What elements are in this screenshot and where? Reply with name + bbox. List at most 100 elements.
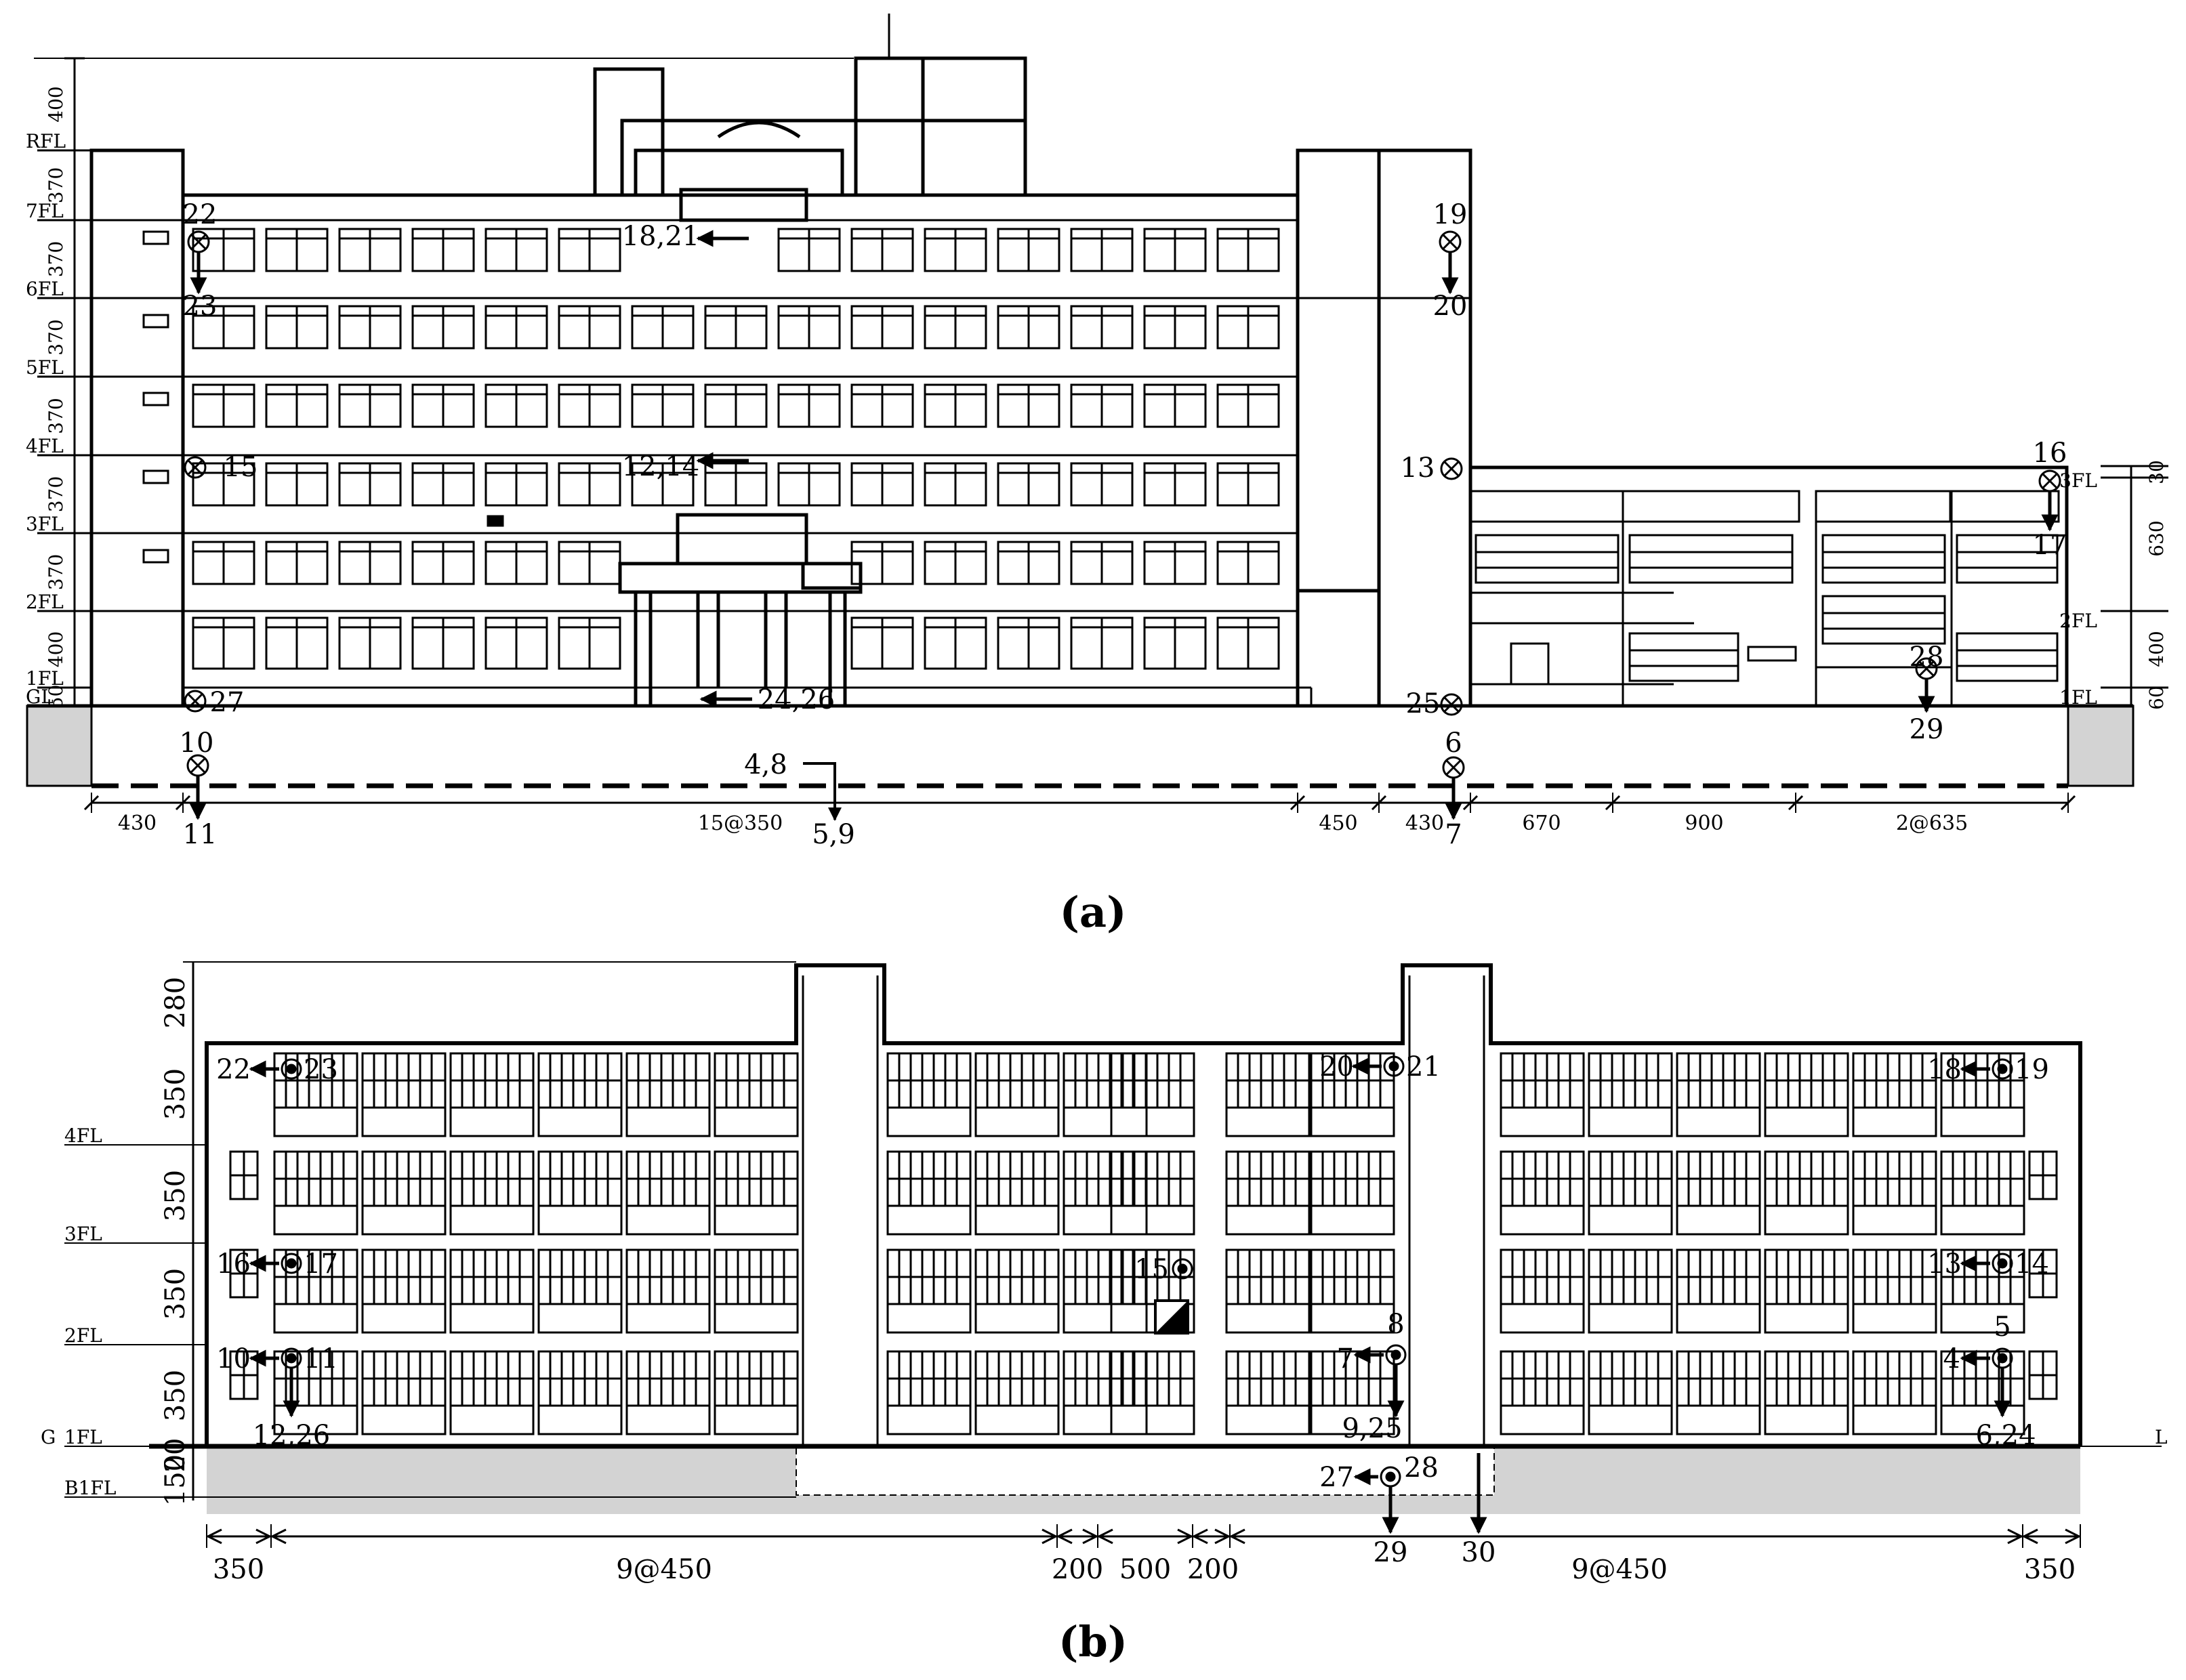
window	[361, 1350, 447, 1435]
window	[997, 305, 1060, 350]
window	[777, 305, 841, 350]
window	[631, 305, 695, 350]
window	[974, 1248, 1060, 1334]
window	[1676, 1350, 1761, 1435]
window	[411, 228, 475, 272]
height-dim: 280	[160, 977, 191, 1028]
annex-window	[1956, 534, 2059, 584]
window	[265, 383, 329, 428]
window	[1225, 1350, 1311, 1435]
side-window	[2028, 1350, 2058, 1400]
sensor-label: 6	[1445, 728, 1462, 759]
sensor-dot-icon	[1992, 1347, 2013, 1369]
window	[997, 616, 1060, 670]
sensor-label: 23	[183, 291, 218, 322]
sensor-label: 4	[1943, 1343, 1960, 1374]
side-window	[229, 1248, 259, 1299]
bottom-dim: 670	[1522, 812, 1561, 835]
window	[537, 1052, 623, 1137]
window	[777, 228, 841, 272]
window	[1216, 462, 1280, 507]
window	[1588, 1248, 1673, 1334]
window	[1764, 1248, 1849, 1334]
window	[558, 616, 621, 670]
sensor-dot-icon	[281, 1058, 302, 1080]
window	[265, 541, 329, 585]
window	[1500, 1052, 1585, 1137]
window	[924, 305, 987, 350]
level-label: 2FL	[64, 1324, 102, 1347]
window	[361, 1052, 447, 1137]
annex-window	[1628, 632, 1739, 682]
ground-block-right	[2067, 705, 2135, 787]
side-window	[229, 1350, 259, 1400]
window	[1143, 541, 1207, 585]
window	[1310, 1248, 1395, 1334]
window	[625, 1052, 711, 1137]
window	[1216, 541, 1280, 585]
window	[484, 616, 548, 670]
window	[411, 616, 475, 670]
window	[192, 541, 255, 585]
level-label: G	[41, 1426, 56, 1448]
height-dim: 30	[2145, 460, 2168, 484]
window	[997, 383, 1060, 428]
window	[1216, 616, 1280, 670]
window	[625, 1248, 711, 1334]
sensor-label: 17	[2033, 530, 2067, 561]
sensor-label: 29	[1910, 714, 1944, 745]
sensor-label: 21	[1406, 1051, 1441, 1083]
height-dim: 150	[160, 1454, 191, 1506]
window	[1764, 1150, 1849, 1236]
level-label: 1FL	[26, 667, 64, 690]
sensor-label: 5	[1994, 1311, 2010, 1343]
window	[886, 1248, 972, 1334]
sensor-label: 10	[180, 728, 214, 759]
window	[1070, 541, 1134, 585]
bottom-dim: 9@450	[1571, 1554, 1668, 1585]
window	[777, 462, 841, 507]
sensor-label: 29	[1374, 1537, 1408, 1568]
window	[714, 1052, 799, 1137]
height-dim: 60	[2145, 686, 2168, 710]
sensor-label: 27	[210, 687, 245, 718]
window	[850, 383, 914, 428]
window	[1070, 462, 1134, 507]
window	[704, 383, 768, 428]
sensor-x-icon	[1440, 457, 1463, 480]
height-dim: 630	[2145, 520, 2168, 556]
annex-window	[1956, 632, 2059, 682]
window	[1588, 1350, 1673, 1435]
window	[1225, 1052, 1311, 1137]
window	[558, 462, 621, 507]
window	[1143, 305, 1207, 350]
window	[558, 541, 621, 585]
height-dim: 350	[160, 1268, 191, 1320]
window	[1110, 1248, 1195, 1334]
level-label: RFL	[26, 130, 66, 152]
sensor-x-icon	[2038, 469, 2061, 492]
window	[1588, 1052, 1673, 1137]
window	[273, 1150, 358, 1236]
window	[1764, 1052, 1849, 1137]
window	[265, 305, 329, 350]
window	[484, 228, 548, 272]
window	[1500, 1248, 1585, 1334]
window	[558, 305, 621, 350]
sensor-label: 13	[1401, 453, 1435, 484]
sensor-label: 30	[1462, 1537, 1496, 1568]
sensor-label: 5,9	[812, 819, 855, 850]
sensor-x-icon	[1439, 230, 1462, 253]
side-window	[2028, 1150, 2058, 1200]
window	[997, 228, 1060, 272]
sensor-dot-icon	[1385, 1344, 1407, 1366]
window	[850, 305, 914, 350]
sensor-label: 8	[1387, 1309, 1404, 1340]
window	[1852, 1150, 1937, 1236]
sensor-label: 17	[304, 1248, 338, 1280]
window	[449, 1150, 535, 1236]
window	[886, 1150, 972, 1236]
sensor-label: 18	[1927, 1054, 1962, 1085]
bottom-dim: 15@350	[698, 812, 783, 835]
window	[192, 616, 255, 670]
